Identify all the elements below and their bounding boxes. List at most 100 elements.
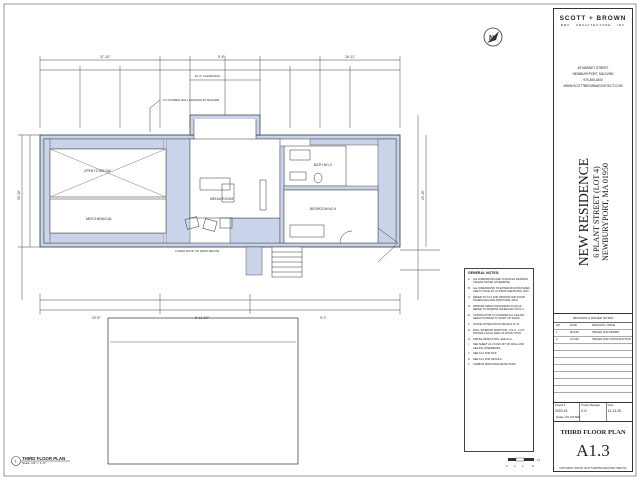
- scale-bar-0: 0: [506, 464, 508, 468]
- top-dimensions: [39, 56, 401, 128]
- scale-bar-4: 4: [522, 464, 524, 468]
- sheet-title: THIRD FLOOR PLAN: [560, 429, 626, 436]
- address-line: NEWBURYPORT, MA 01950: [572, 72, 614, 76]
- revision-row: 1 8/11/25 ISSUED FOR PERMIT: [554, 330, 632, 337]
- general-notes-title: GENERAL NOTES:: [468, 271, 500, 275]
- project-number-cell: Project # 2023-15: [554, 403, 581, 421]
- dim-top-2: 9'-6": [218, 55, 226, 59]
- dim-top-1: 37'-10": [100, 55, 111, 59]
- note-item: H.SMOKE DETECTORS: SEE A4.0.: [468, 337, 513, 341]
- dim-top-3: 18'-11": [345, 55, 356, 59]
- bedroom: [283, 189, 379, 244]
- note-item: D.WINDOW SIZES FOR EGRESS PLAN (A), REFE…: [468, 305, 525, 312]
- title-block: SCOTT + BROWN BMC · ARCHITECTURE · INC 4…: [553, 8, 633, 472]
- room-label-mechanical: MECHANICAL: [86, 216, 113, 221]
- bedroom-closet: [289, 224, 353, 244]
- dim-bottom-2: 8'-11 1/2": [195, 316, 210, 320]
- note-item: K.SEE A4.2 FOR DETAILS.: [468, 357, 503, 361]
- dim-bottom-3: 9'-2": [320, 316, 328, 320]
- note-item: F.SOUND ATTENUATION DETAILS AT 11.: [468, 323, 520, 326]
- stair-wall: [245, 246, 263, 276]
- note-item: B.ALL DIMENSIONS TO EXTERIOR ROOM SIZES …: [468, 287, 530, 294]
- revision-table: REVISION & ISSUED NOTES NO. DATE REVISIO…: [554, 313, 632, 393]
- note-item: C.REFER TO A3-1 FOR WINDOW AND DOOR SCHE…: [468, 296, 525, 303]
- roof-slope-right: [377, 227, 440, 271]
- project-city: NEWBURYPORT, MA 01950: [601, 163, 610, 261]
- dim-bottom-1: 20'-8": [92, 316, 101, 320]
- room-label-media-room: MEDIA ROOM: [210, 197, 233, 201]
- revision-header: NO. DATE REVISION / ISSUE: [554, 323, 632, 330]
- firm-logo: SCOTT + BROWN BMC · ARCHITECTURE · INC: [554, 15, 632, 27]
- bottom-dimensions: [39, 294, 401, 314]
- revision-row-empty: [554, 372, 632, 379]
- address-line: 48 MARKET STREET: [577, 66, 609, 70]
- firm-address: 48 MARKET STREET NEWBURYPORT, MA 01950 9…: [554, 65, 632, 89]
- bath-room: [283, 145, 347, 187]
- room-label-open-to-below: OPEN TO BELOW: [84, 169, 111, 173]
- revision-row: 2 11/1/25 ISSUED FOR CONSTRUCTION: [554, 337, 632, 344]
- note-item: L.CARBON MONOXIDE DETECTORS.: [468, 363, 517, 367]
- media-room: [189, 138, 281, 219]
- scale-line: Scale: AS NOTED: [556, 415, 581, 419]
- detail-bubble-icon: [11, 456, 70, 466]
- firm-name: SCOTT + BROWN: [559, 15, 627, 22]
- callout-leader: [149, 99, 161, 132]
- revision-row-empty: [554, 365, 632, 372]
- plan-title-text: THIRD FLOOR PLAN: [22, 456, 66, 461]
- project-info: Project # 2023-15 Project Manager K.K. D…: [554, 402, 632, 422]
- stair: [271, 246, 303, 278]
- project-title: NEW RESIDENCE: [576, 157, 591, 267]
- plan-scale-text: Scale: 1/4" = 1'-0": [22, 461, 46, 465]
- note-item: E.CONTRACTOR TO CONFIRM ALL CEILING HEIG…: [468, 314, 525, 321]
- bath-fixtures: [289, 149, 323, 184]
- sheet-number: A1.3: [576, 441, 610, 460]
- svg-text:N: N: [489, 35, 494, 42]
- room-label-bath: BATH NO.3: [314, 163, 332, 167]
- revision-row-empty: [554, 386, 632, 393]
- project-number: 2023-15: [555, 409, 568, 413]
- project-name-block: NEW RESIDENCE 6 PLANT STREET (LOT 4) NEW…: [554, 127, 632, 297]
- media-room-furniture: [184, 177, 267, 232]
- address-line: 978.465.1800: [583, 78, 603, 82]
- wall-shading: [43, 138, 397, 244]
- low-callout: LOWER ROOF ON DEMO BELOW: [175, 249, 219, 253]
- note-item: J.SEE A4.0 FOR RCP.: [468, 352, 497, 356]
- revision-row-empty: [554, 379, 632, 386]
- scale-value: AS NOTED: [565, 415, 581, 419]
- open-to-below: [49, 148, 167, 198]
- lower-roof: [107, 317, 299, 465]
- detail-number: 1: [15, 459, 18, 464]
- top-callout-1: TO DORMER WALL FRAMING BY BUILDER: [163, 98, 219, 102]
- project-manager-cell: Project Manager K.K.: [580, 403, 607, 421]
- room-label-bedroom: BEDROOM NO.4: [310, 207, 336, 211]
- mechanical-room: [49, 198, 167, 234]
- note-item: I.SEE SHEET A1.0 FOR LIST OF WALL AND CE…: [468, 343, 524, 350]
- note-item: G.WALL INTERIOR PARTITION, U.N.O., 2 1/2…: [468, 328, 525, 335]
- revision-row-empty: [554, 344, 632, 351]
- revision-row-empty: [554, 358, 632, 365]
- scale-bar-2: 2: [514, 464, 516, 468]
- date-cell: Date 11-13-25: [607, 403, 632, 421]
- copyright: COPYRIGHT 2023 BY SCOTT+BROWN ARCHITECTU…: [559, 467, 627, 470]
- revision-row-empty: [554, 351, 632, 358]
- side-dimensions: [18, 115, 427, 300]
- sheet-border: [3, 3, 637, 477]
- dim-left: 30'-10": [17, 190, 21, 200]
- general-notes: GENERAL NOTES: A.ALL DIMENSIONS ARE TO R…: [464, 268, 534, 452]
- scale-bar-8: 8: [532, 464, 534, 468]
- issue-date: 11-13-25: [607, 409, 621, 413]
- project-street: 6 PLANT STREET (LOT 4): [592, 166, 601, 258]
- scale-bar: [508, 457, 534, 462]
- dim-right: 29'-10": [421, 190, 425, 200]
- note-item: A.ALL DIMENSIONS ARE TO ROUGH FRAMING UN…: [468, 278, 528, 285]
- scale-bar-unit: FT: [537, 458, 541, 462]
- firm-tagline: BMC · ARCHITECTURE · INC: [560, 23, 626, 27]
- project-manager: K.K.: [581, 409, 588, 413]
- plan-title: THIRD FLOOR PLAN Scale: 1/4" = 1'-0": [22, 456, 65, 465]
- firm-website: WWW.SCOTTBROWNARCHITECT.COM: [563, 84, 623, 88]
- north-arrow-icon: N: [483, 27, 503, 47]
- revision-table-title: REVISION & ISSUED NOTES: [554, 314, 632, 323]
- top-callout-2: 10'-0" CLEARANCE: [195, 74, 220, 78]
